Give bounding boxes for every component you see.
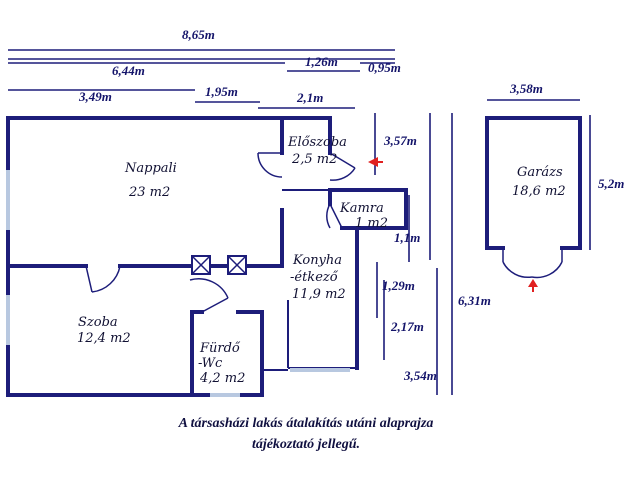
room-garazs-area: 18,6 m2 [512,184,566,199]
room-furdo-name-line1: Fürdő [199,341,241,356]
dim-129: 1,29m [382,278,415,293]
vent-boxes [191,255,247,275]
room-konyha-name-line1: Konyha [292,253,342,268]
caption-line-1: A társasházi lakás átalakítás utáni alap… [178,416,434,431]
room-labels: Nappali 23 m2 Előszoba 2,5 m2 Kamra 1 m2… [77,135,566,386]
dim-126: 1,26m [305,54,338,69]
dim-52: 5,2m [598,176,624,191]
dim-195: 1,95m [205,84,238,99]
dim-217: 2,17m [390,319,424,334]
dim-354: 3,54m [403,368,437,383]
dim-358: 3,58m [509,81,543,96]
room-furdo-name-line2: -Wc [198,356,223,371]
room-nappali-name: Nappali [124,161,177,176]
side-dimension-lines [374,113,591,395]
garage-entry-arrow-icon [528,279,538,287]
dim-357: 3,57m [383,133,417,148]
dim-095: 0,95m [368,60,401,75]
caption: A társasházi lakás átalakítás utáni alap… [178,416,434,452]
room-garazs-name: Garázs [517,165,563,180]
dim-865: 8,65m [182,27,215,42]
entry-arrows [368,157,538,292]
windows [6,170,350,397]
dim-644: 6,44m [112,63,145,78]
room-nappali-area: 23 m2 [128,185,170,200]
room-eloszoba-name: Előszoba [287,135,347,150]
doors [85,152,356,313]
room-eloszoba-area: 2,5 m2 [291,152,337,167]
room-konyha-area: 11,9 m2 [292,287,346,302]
room-szoba-area: 12,4 m2 [77,331,131,346]
dim-349: 3,49m [78,89,112,104]
apartment-walls [6,116,408,397]
top-dimension-lines [8,49,580,109]
room-kamra-name: Kamra [339,201,384,216]
dim-21: 2,1m [296,90,323,105]
room-szoba-name: Szoba [78,315,118,330]
room-konyha-name-line2: -étkező [290,270,339,285]
garage [485,116,582,279]
dim-11: 1,1m [394,230,420,245]
dimension-labels: 8,65m 1,26m 6,44m 0,95m 3,49m 1,95m 2,1m… [78,27,624,383]
room-kamra-area: 1 m2 [355,216,388,231]
entry-arrow-icon [368,157,378,167]
caption-line-2: tájékoztató jellegű. [252,437,360,452]
dim-631: 6,31m [458,293,491,308]
room-furdo-area: 4,2 m2 [199,371,245,386]
